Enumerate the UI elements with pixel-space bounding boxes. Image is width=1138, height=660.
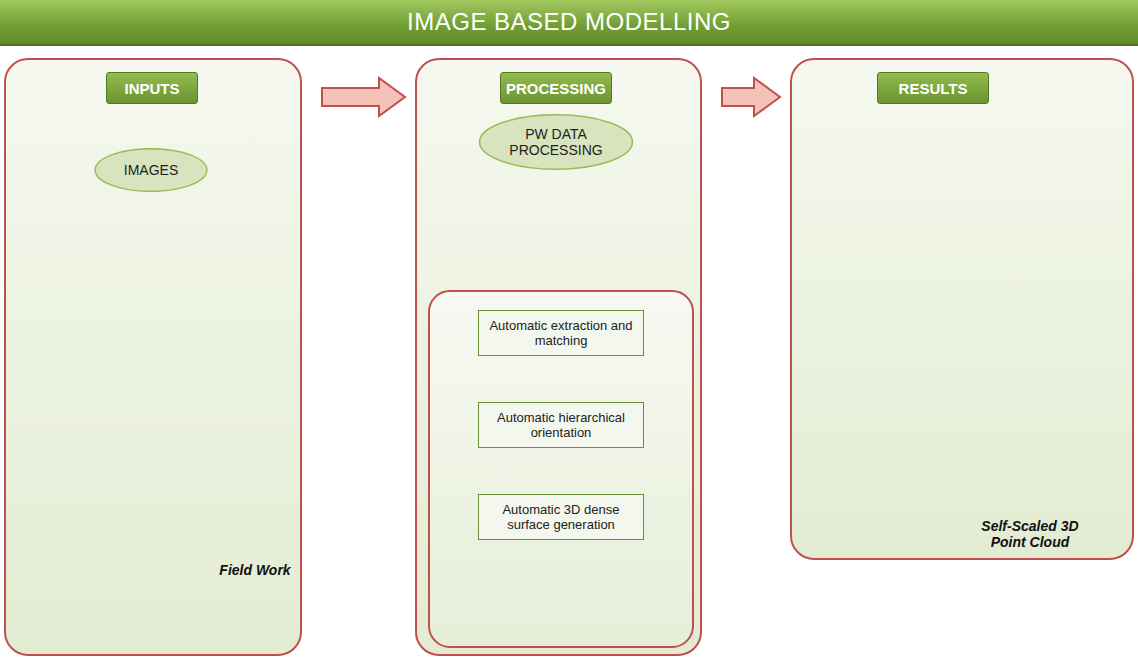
title-banner: IMAGE BASED MODELLING — [0, 0, 1138, 46]
heading-box: PROCESSING — [500, 72, 612, 104]
caption-label: Self-Scaled 3D Point Cloud — [970, 518, 1090, 550]
node-text: Automatic hierarchical orientation — [487, 410, 635, 440]
group-box: Automatic extraction and matchingAutomat… — [428, 290, 694, 648]
process-box: Automatic hierarchical orientation — [478, 402, 644, 448]
ellipse-outline — [480, 115, 633, 169]
diagram-title: IMAGE BASED MODELLING — [407, 8, 731, 36]
flow-arrow — [722, 78, 780, 116]
ellipse-outline — [95, 149, 207, 192]
flow-arrow — [322, 78, 405, 116]
node-text: RESULTS — [899, 80, 968, 97]
heading-box: INPUTS — [106, 72, 198, 104]
node-text: PROCESSING — [506, 80, 606, 97]
process-box: Automatic extraction and matching — [478, 310, 644, 356]
node-text: Automatic extraction and matching — [487, 318, 635, 348]
caption-label: Field Work — [213, 562, 297, 578]
node-text: PW DATA PROCESSING — [496, 126, 616, 158]
process-ellipse: PW DATA PROCESSING — [478, 114, 634, 170]
process-box: Automatic 3D dense surface generation — [478, 494, 644, 540]
process-ellipse: IMAGES — [94, 148, 208, 192]
panel: RESULTS — [790, 58, 1134, 560]
panel: PROCESSING PW DATA PROCESSING Automatic ex… — [415, 58, 702, 656]
node-text: INPUTS — [124, 80, 179, 97]
node-text: Automatic 3D dense surface generation — [487, 502, 635, 532]
heading-box: RESULTS — [877, 72, 989, 104]
node-text: IMAGES — [124, 162, 178, 178]
